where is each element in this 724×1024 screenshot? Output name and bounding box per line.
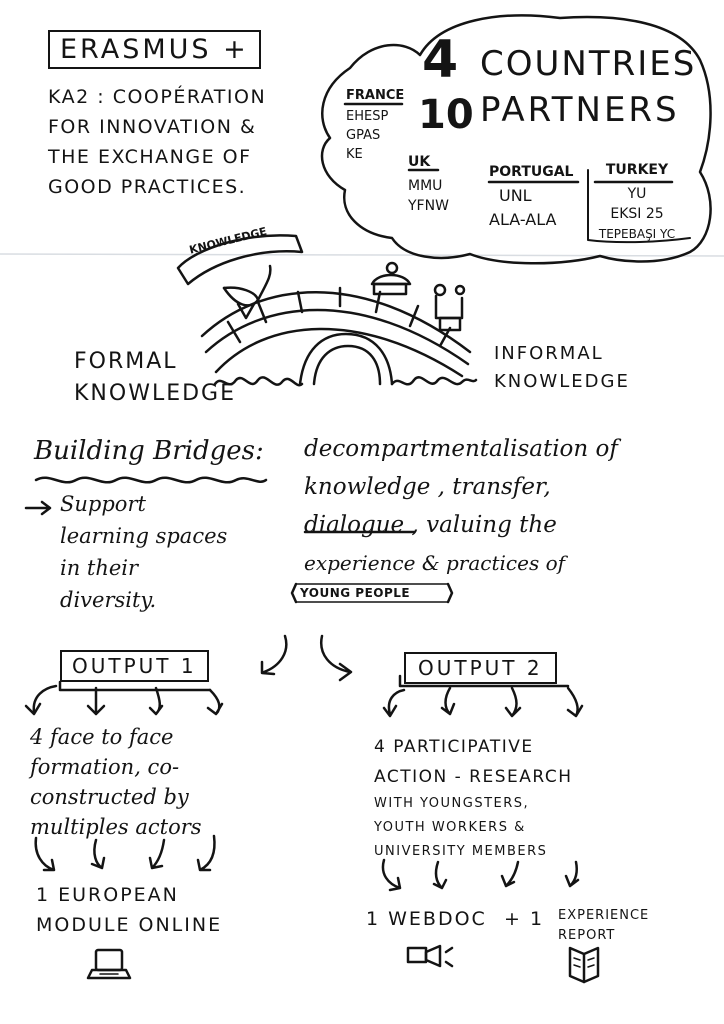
output-description-line: multiples actors [30,815,202,839]
output-1-result: 1 EUROPEAN MODULE ONLINE [36,880,222,940]
output-description-line: constructed by [30,785,189,809]
output-2-title: OUTPUT 2 [404,652,557,684]
partners-cloud [320,14,712,265]
definition-line: dialogue , valuing the [304,512,557,538]
building-bridges-title: Building Bridges: [34,436,264,466]
description-line: KA2 : COOPÉRATION [48,86,267,108]
partner-name: TEPEBAŞI YC [598,227,676,241]
description-line: THE EXCHANGE OF [48,146,252,168]
result-line: 1 EUROPEAN [36,884,179,906]
partner-name: YFNW [408,198,449,214]
formal-knowledge-label: FORMAL KNOWLEDGE [74,346,236,410]
result-line: MODULE ONLINE [36,914,223,936]
definition-line: decompartmentalisation of [304,436,618,462]
definition-text: decompartmentalisation of knowledge , tr… [304,430,618,582]
partner-name: MMU [408,178,443,194]
country-name: FRANCE [346,88,405,103]
country-name: PORTUGAL [489,164,574,180]
result-line: REPORT [558,928,616,943]
countries-label: COUNTRIES [480,44,697,84]
support-line: Support [60,492,146,516]
output-description-line: ACTION - RESEARCH [374,767,573,787]
result-line: EXPERIENCE [558,908,650,923]
output-description-line: YOUTH WORKERS & [374,820,526,835]
program-description: KA2 : COOPÉRATION FOR INNOVATION & THE E… [48,82,266,202]
partner-name: YU [627,186,647,202]
partner-group-uk: UK MMU YFNW [408,152,449,216]
definition-line: experience & practices of [304,551,566,575]
partner-name: ALA-ALA [489,210,557,229]
partner-name: GPAS [346,128,381,143]
partners-label: PARTNERS [480,90,680,130]
partners-number: 10 [418,92,474,138]
erasmus-title: ERASMUS + [48,30,261,69]
output-description-line: WITH YOUNGSTERS, [374,796,530,811]
partner-name: EHESP [346,109,389,124]
plus-one-label: + 1 [504,908,545,930]
label-line: FORMAL [74,349,178,374]
partner-name: KE [346,147,363,162]
support-line: learning spaces [60,524,228,548]
output-description-line: formation, co- [30,755,180,779]
description-line: FOR INNOVATION & [48,116,257,138]
output-1-description: 4 face to face formation, co- constructe… [30,722,202,842]
knowledge-sign [176,234,304,286]
partner-name: UNL [499,186,532,205]
support-text: Support learning spaces in their diversi… [60,488,227,616]
countries-number: 4 [422,30,459,90]
informal-knowledge-label: INFORMAL KNOWLEDGE [494,340,630,396]
label-line: INFORMAL [494,343,604,364]
partner-name: EKSI 25 [610,206,664,222]
output-description-line: UNIVERSITY MEMBERS [374,844,548,859]
experience-report-result: EXPERIENCE REPORT [558,906,649,946]
partner-group-portugal: PORTUGAL UNL ALA-ALA [489,160,573,232]
definition-line: knowledge , transfer, [304,474,551,500]
output-description-line: 4 PARTICIPATIVE [374,737,534,757]
webdoc-result: 1 WEBDOC [366,908,487,930]
description-line: GOOD PRACTICES. [48,176,247,198]
country-name: TURKEY [605,162,669,178]
output-2-description: 4 PARTICIPATIVE ACTION - RESEARCH WITH Y… [374,732,572,864]
bridge-drawing [200,261,478,387]
page-fold-line [0,253,724,257]
support-line: in their [60,556,139,580]
camera-icon [406,944,454,968]
output-1-title: OUTPUT 1 [60,650,209,682]
young-people-highlight: YOUNG PEOPLE [300,586,411,600]
support-line: diversity. [60,588,157,612]
book-icon [568,946,600,984]
label-line: KNOWLEDGE [494,371,630,392]
partner-group-france: FRANCE EHESP GPAS KE [346,86,404,164]
laptop-icon [86,948,132,980]
output-description-line: 4 face to face [30,725,174,749]
country-name: UK [408,154,431,170]
partner-group-turkey: TURKEY YU EKSI 25 TEPEBAŞI YC [596,160,678,244]
label-line: KNOWLEDGE [74,381,236,406]
